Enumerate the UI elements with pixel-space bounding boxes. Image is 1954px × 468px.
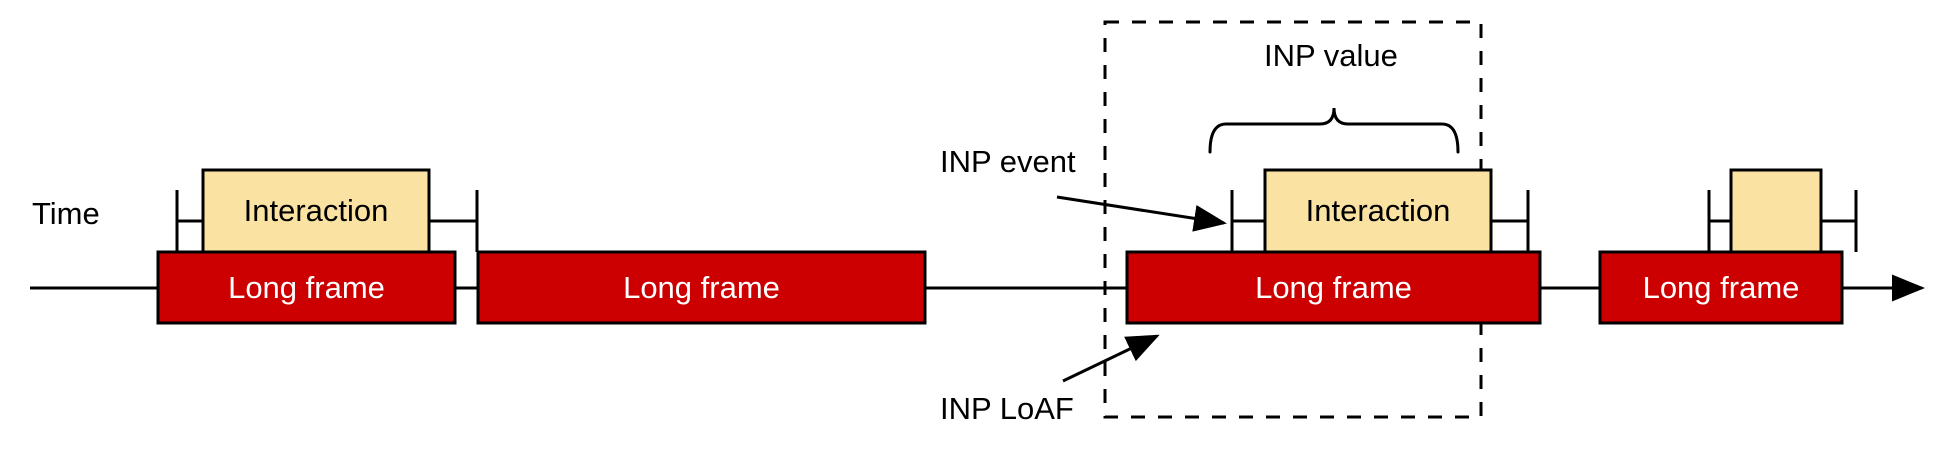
interaction-rect-3 [1729,168,1823,254]
interaction-rect-2 [1263,168,1493,254]
long-frame-rect-1 [156,250,457,325]
long-frame-rect-3 [1125,250,1542,325]
interaction-whisker-3 [1707,190,1858,252]
long-frame-rect-2 [476,250,927,325]
inp-loaf-label: INP LoAF [940,391,1074,426]
inp-event-leader-arrow [1056,195,1227,232]
inp-loaf-leader-arrow [1062,334,1160,383]
interaction-whisker-2 [1230,190,1530,252]
interaction-rect-1 [201,168,431,254]
inp-event-label: INP event [940,144,1076,179]
long-frame-rect-4 [1598,250,1844,325]
interaction-whisker-1 [175,190,479,252]
inp-value-brace [1208,107,1460,154]
inp-value-label: INP value [1264,38,1398,73]
time-axis-label: Time [32,196,100,231]
